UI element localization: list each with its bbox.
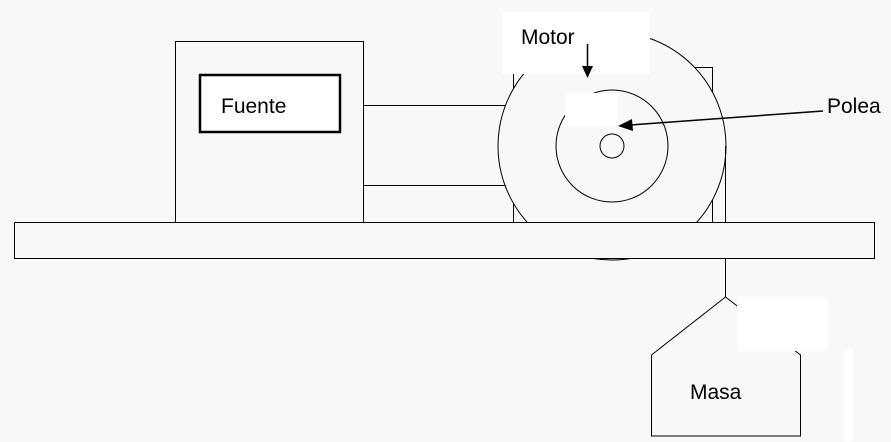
mass-label: Masa — [690, 381, 742, 404]
pulley-axle — [599, 133, 625, 159]
pulley-arrow-head — [618, 119, 633, 131]
motor-label: Motor — [521, 26, 575, 49]
source-label-box — [198, 73, 342, 134]
source-label: Fuente — [221, 95, 286, 118]
base-plank — [14, 222, 875, 259]
right-edge-patch — [844, 349, 853, 441]
pulley-inner-disk — [555, 89, 669, 203]
pulley-arrow-shaft — [629, 110, 824, 126]
pulley-center-patch — [565, 93, 618, 126]
motor-label-patch — [502, 12, 650, 74]
mass-side-patch — [737, 297, 828, 351]
motor-arrow-head — [582, 66, 593, 78]
pulley-label: Polea — [827, 95, 881, 118]
